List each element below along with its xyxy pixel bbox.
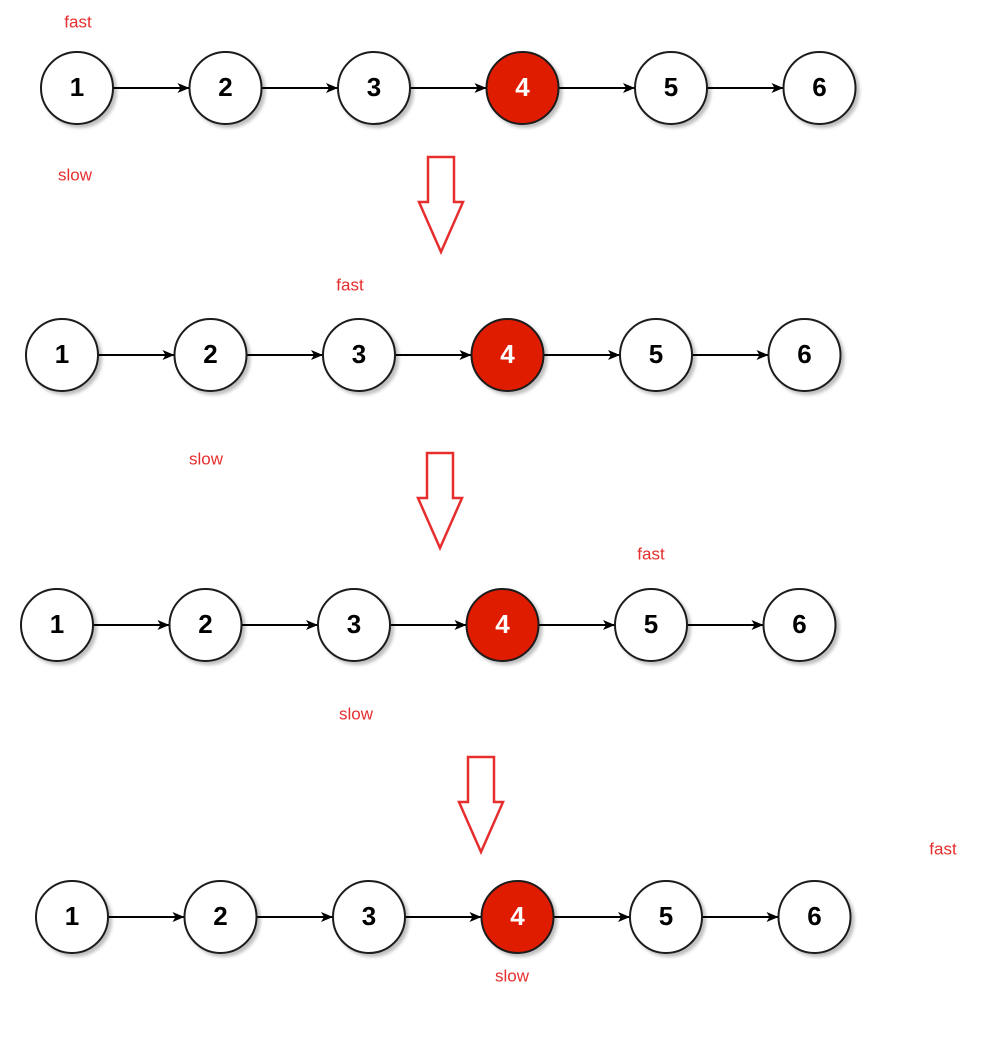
list-node: 2	[183, 880, 258, 954]
node-label: 1	[70, 72, 84, 102]
list-node: 2	[173, 318, 248, 392]
node-circle	[782, 51, 857, 125]
node-circle	[168, 588, 243, 662]
list-node: 6	[777, 880, 852, 954]
node-label: 4	[500, 339, 515, 369]
linked-list-row: 1 2 3 4 5 6	[35, 880, 852, 954]
list-node: 2	[188, 51, 263, 125]
node-circle	[767, 318, 842, 392]
fast-pointer-label: fast	[929, 839, 957, 858]
list-node: 2	[168, 588, 243, 662]
node-label: 6	[812, 72, 826, 102]
list-node: 5	[614, 588, 688, 662]
list-node: 1	[35, 880, 109, 954]
node-label: 5	[644, 609, 658, 639]
list-node: 3	[337, 51, 411, 125]
node-circle	[188, 51, 263, 125]
list-node: 3	[332, 880, 406, 954]
node-label: 4	[510, 901, 525, 931]
list-node: 4	[480, 880, 555, 954]
list-node: 1	[40, 51, 114, 125]
slow-pointer-label: slow	[339, 704, 374, 723]
node-label: 3	[347, 609, 361, 639]
list-node: 1	[20, 588, 94, 662]
middle-node-circle	[465, 588, 540, 662]
node-label: 3	[352, 339, 366, 369]
node-label: 2	[213, 901, 227, 931]
node-circle	[777, 880, 852, 954]
node-label: 1	[65, 901, 79, 931]
node-label: 4	[495, 609, 510, 639]
list-node: 1	[25, 318, 99, 392]
middle-node-circle	[470, 318, 545, 392]
list-node: 4	[485, 51, 560, 125]
node-label: 5	[659, 901, 673, 931]
node-label: 2	[218, 72, 232, 102]
node-circle	[173, 318, 248, 392]
list-node: 6	[762, 588, 837, 662]
fast-pointer-label: fast	[336, 275, 364, 294]
slow-pointer-label: slow	[495, 966, 530, 985]
list-node: 5	[629, 880, 703, 954]
node-label: 6	[792, 609, 806, 639]
fast-pointer-label: fast	[64, 12, 92, 31]
slow-pointer-label: slow	[189, 449, 224, 468]
middle-node-circle	[485, 51, 560, 125]
node-label: 2	[198, 609, 212, 639]
node-circle	[619, 318, 693, 392]
node-circle	[614, 588, 688, 662]
node-label: 2	[203, 339, 217, 369]
node-label: 5	[664, 72, 678, 102]
node-label: 5	[649, 339, 663, 369]
node-label: 3	[367, 72, 381, 102]
node-circle	[762, 588, 837, 662]
node-label: 4	[515, 72, 530, 102]
transition-arrow-icon	[416, 451, 464, 552]
list-node: 4	[470, 318, 545, 392]
node-label: 6	[797, 339, 811, 369]
node-label: 1	[50, 609, 64, 639]
node-circle	[332, 880, 406, 954]
list-node: 3	[322, 318, 396, 392]
list-node: 6	[782, 51, 857, 125]
list-node: 5	[619, 318, 693, 392]
node-circle	[322, 318, 396, 392]
node-circle	[634, 51, 708, 125]
node-circle	[317, 588, 391, 662]
node-label: 3	[362, 901, 376, 931]
list-node: 5	[634, 51, 708, 125]
node-circle	[25, 318, 99, 392]
list-node: 6	[767, 318, 842, 392]
node-circle	[337, 51, 411, 125]
linked-list-row: 1 2 3 4 5 6	[40, 51, 857, 125]
linked-list-row: 1 2 3 4 5 6	[20, 588, 837, 662]
list-node: 3	[317, 588, 391, 662]
linked-list-row: 1 2 3 4 5 6	[25, 318, 842, 392]
node-circle	[20, 588, 94, 662]
fast-pointer-label: fast	[637, 544, 665, 563]
node-circle	[40, 51, 114, 125]
node-circle	[629, 880, 703, 954]
node-label: 1	[55, 339, 69, 369]
node-circle	[183, 880, 258, 954]
list-node: 4	[465, 588, 540, 662]
transition-arrow-icon	[417, 155, 465, 256]
node-circle	[35, 880, 109, 954]
transition-arrow-icon	[457, 755, 505, 856]
node-label: 6	[807, 901, 821, 931]
slow-pointer-label: slow	[58, 165, 93, 184]
middle-node-circle	[480, 880, 555, 954]
